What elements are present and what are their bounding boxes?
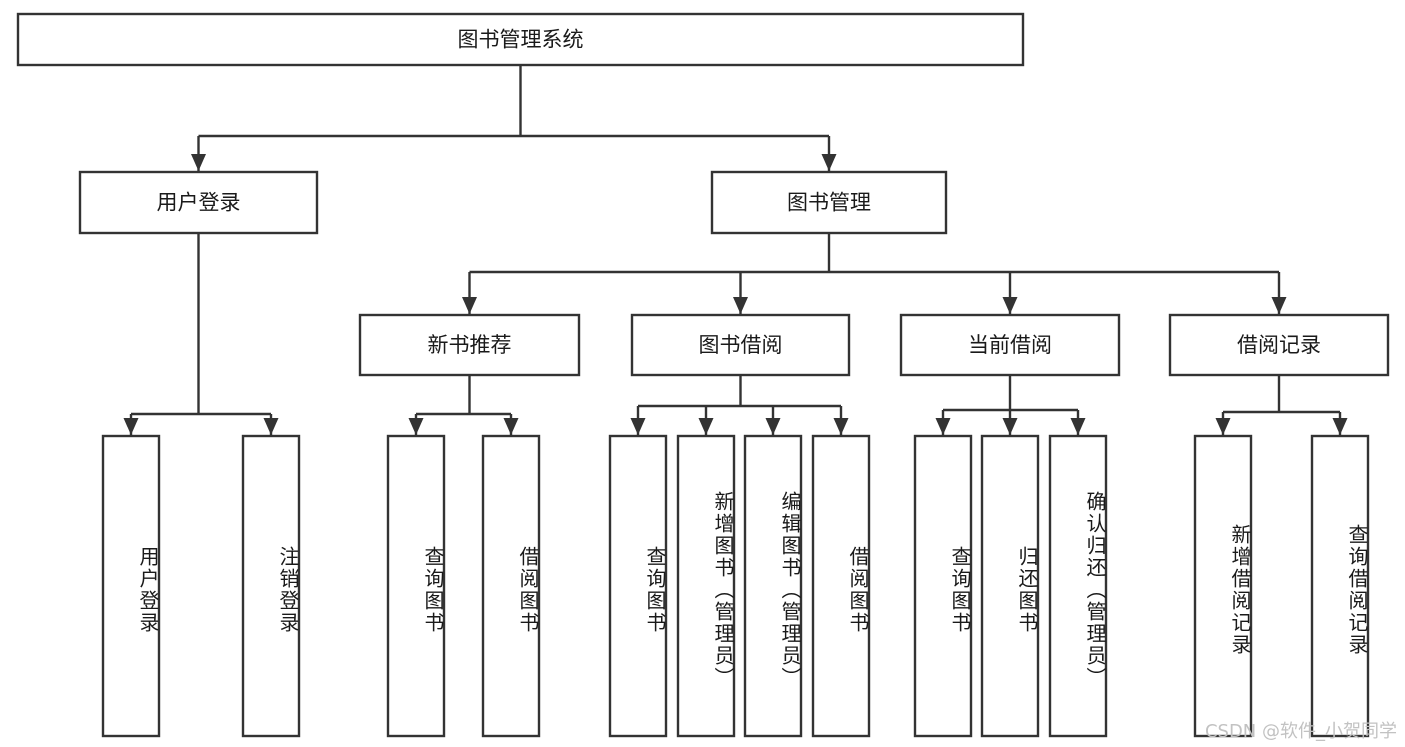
node-leaf-11[interactable] [1193,434,1253,738]
arrow-head-icon [630,418,646,435]
node-leaf-12[interactable] [1310,434,1370,738]
arrow-head-icon [408,418,424,435]
arrow-head-icon [1070,418,1086,435]
node-label: 用户登录 [157,191,241,215]
node-leaf-8[interactable] [913,434,973,738]
arrow-head-icon [462,297,477,314]
node-label: 图书管理 [787,191,871,215]
node-leaf-10[interactable] [1048,434,1108,738]
arrow-head-icon [123,418,139,435]
node-leaf-9[interactable] [980,434,1040,738]
arrow-head-icon [1332,418,1348,435]
node-label: 当前借阅 [968,333,1052,357]
node-level2-2[interactable] [899,313,1121,377]
node-leaf-2[interactable] [386,434,446,738]
node-label: 图书管理系统 [458,28,584,52]
arrow-head-icon [191,154,206,171]
node-root[interactable] [16,12,1025,67]
node-leaf-4[interactable] [608,434,668,738]
node-leaf-1[interactable] [241,434,301,738]
node-leaf-5[interactable] [676,434,736,738]
node-level1-0[interactable] [78,170,319,235]
arrow-head-icon [1002,418,1018,435]
arrow-head-icon [503,418,519,435]
node-label: 借阅记录 [1237,333,1321,357]
arrow-head-icon [263,418,279,435]
node-leaf-3[interactable] [481,434,541,738]
arrow-head-icon [1002,297,1018,314]
arrow-head-icon [765,418,781,435]
arrow-head-icon [821,154,837,171]
node-level1-1[interactable] [710,170,948,235]
csdn-watermark: CSDN @软件_小贺同学 [1204,721,1397,742]
node-level2-1[interactable] [630,313,851,377]
node-label: 新书推荐 [428,333,512,357]
arrow-head-icon [833,418,849,435]
node-level2-3[interactable] [1168,313,1390,377]
arrow-head-icon [698,418,714,435]
arrow-head-icon [1271,297,1287,314]
node-leaf-0[interactable] [101,434,161,738]
arrow-head-icon [935,418,951,435]
arrow-head-icon [1215,418,1231,435]
arrow-head-icon [733,297,748,314]
node-level2-0[interactable] [358,313,581,377]
node-leaf-6[interactable] [743,434,803,738]
node-leaf-7[interactable] [811,434,871,738]
connector-layer [123,65,1348,435]
node-label: 图书借阅 [699,333,783,357]
